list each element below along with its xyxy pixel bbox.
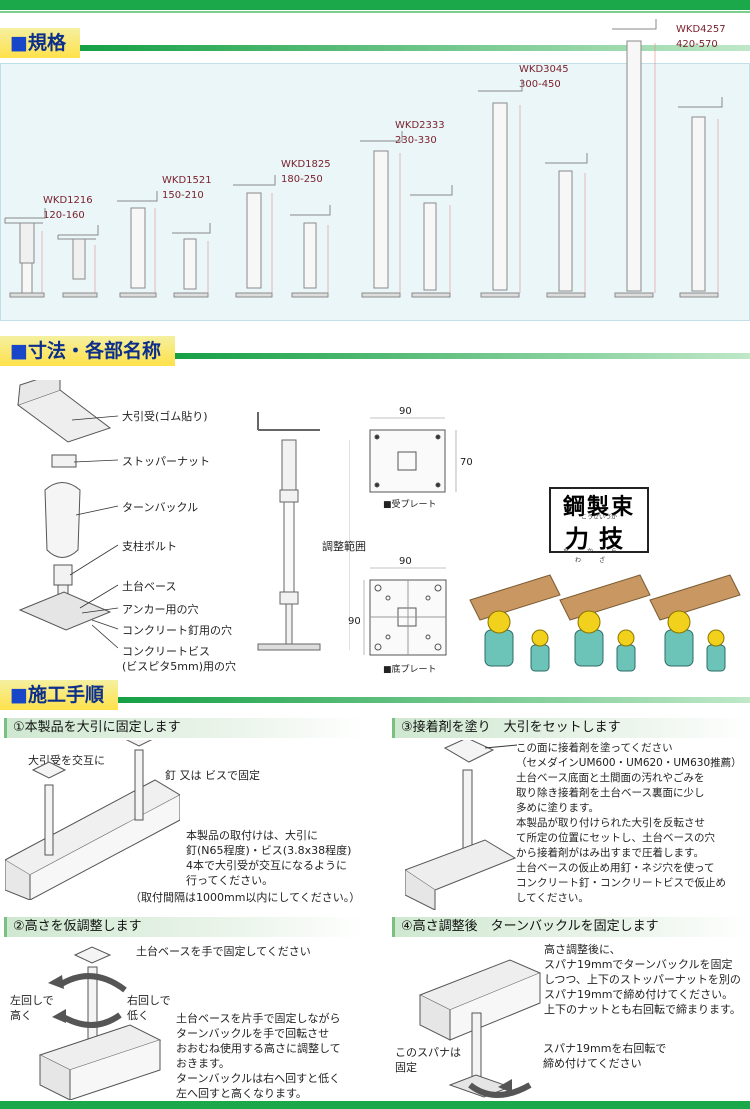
part-label: コンクリート釘用の穴 [122,624,232,637]
step2-left-label: 左回しで 高く [10,994,54,1022]
step4-drawing [418,959,542,1098]
section-title-spec: 規格 [27,32,66,54]
base-plate-height: 90 [348,616,361,627]
part-label: 土台ベース [122,580,177,593]
top-plate-height: 70 [460,457,473,468]
step3-title: ③接着剤を塗り 大引をセットします [392,718,750,738]
section-title-dims: 寸法・各部名称 [27,340,161,362]
part-label: 支柱ボルト [122,540,177,553]
step2-body: 土台ベースを片手で固定しながら ターンバックルを手で回転させ おおむね使用する高… [176,1012,341,1100]
badge-ruby1: こうせいづか [580,514,617,521]
step4-label-fix-spanner: このスパナは 固定 [395,1046,461,1074]
workers-illustration [469,574,741,672]
badge-ruby2: ちから わざ [562,548,635,564]
section-title-steps: 施工手順 [27,684,104,706]
step1-label-fix: 釘 又は ビスで固定 [165,769,260,782]
part-label: (ビスピタ5mm)用の穴 [122,660,237,673]
top-plate-width: 90 [399,406,412,417]
part-label: アンカー用の穴 [122,603,199,616]
top-plate-caption: ■受プレート [383,500,437,510]
base-plate-width: 90 [399,556,412,567]
top-bar [0,0,750,10]
base-plate-caption: ■底プレート [383,665,437,675]
adjust-range-label: 調整範囲 [322,540,366,553]
step2-right-label: 右回しで 低く [127,994,171,1022]
step4-title: ④高さ調整後 ターンバックルを固定します [392,917,750,937]
section-header-dims: ■寸法・各部名称 [0,336,750,366]
step1-title: ①本製品を大引に固定します [4,718,364,738]
part-label: コンクリートビス [122,645,210,658]
badge-line1: 鋼製束 [562,495,635,520]
step1-body: 本製品の取付けは、大引に 釘(N65程度)・ビス(3.8x38程度) 4本で大引… [186,829,352,887]
part-label: ターンバックル [122,501,199,514]
step2-title: ②高さを仮調整します [4,917,364,937]
step1-drawing [5,740,180,900]
brand-badge: 鋼製束 こうせいづか 力技 ちから わざ [549,487,649,564]
parts-diagram [16,380,350,651]
step2-label-base: 土台ベースを手で固定してください [136,945,311,958]
badge-line2: 力技 [565,525,633,553]
plate-drawings [363,417,457,656]
section-header-spec: ■規格 [0,28,750,58]
step2-drawing [38,946,162,1100]
bottom-bar [0,1101,750,1109]
top-line [0,11,750,13]
step3-drawing [405,740,518,910]
section-header-steps: ■施工手順 [0,680,750,710]
step4-body: 高さ調整後に、 スパナ19mmでターンバックルを固定 しつつ、上下のストッパーナ… [544,943,741,1016]
spec-drawings [4,19,723,298]
step1-note: （取付間隔は1000mm以内にしてください。） [130,891,361,904]
part-label: ストッパーナット [122,455,210,468]
step3-body: この面に接着剤を塗ってください （セメダインUM600・UM620・UM630推… [516,742,742,904]
part-label: 大引受(ゴム貼り) [122,410,208,423]
step4-label-tighten: スパナ19mmを右回転で 締め付けてください [543,1042,667,1070]
